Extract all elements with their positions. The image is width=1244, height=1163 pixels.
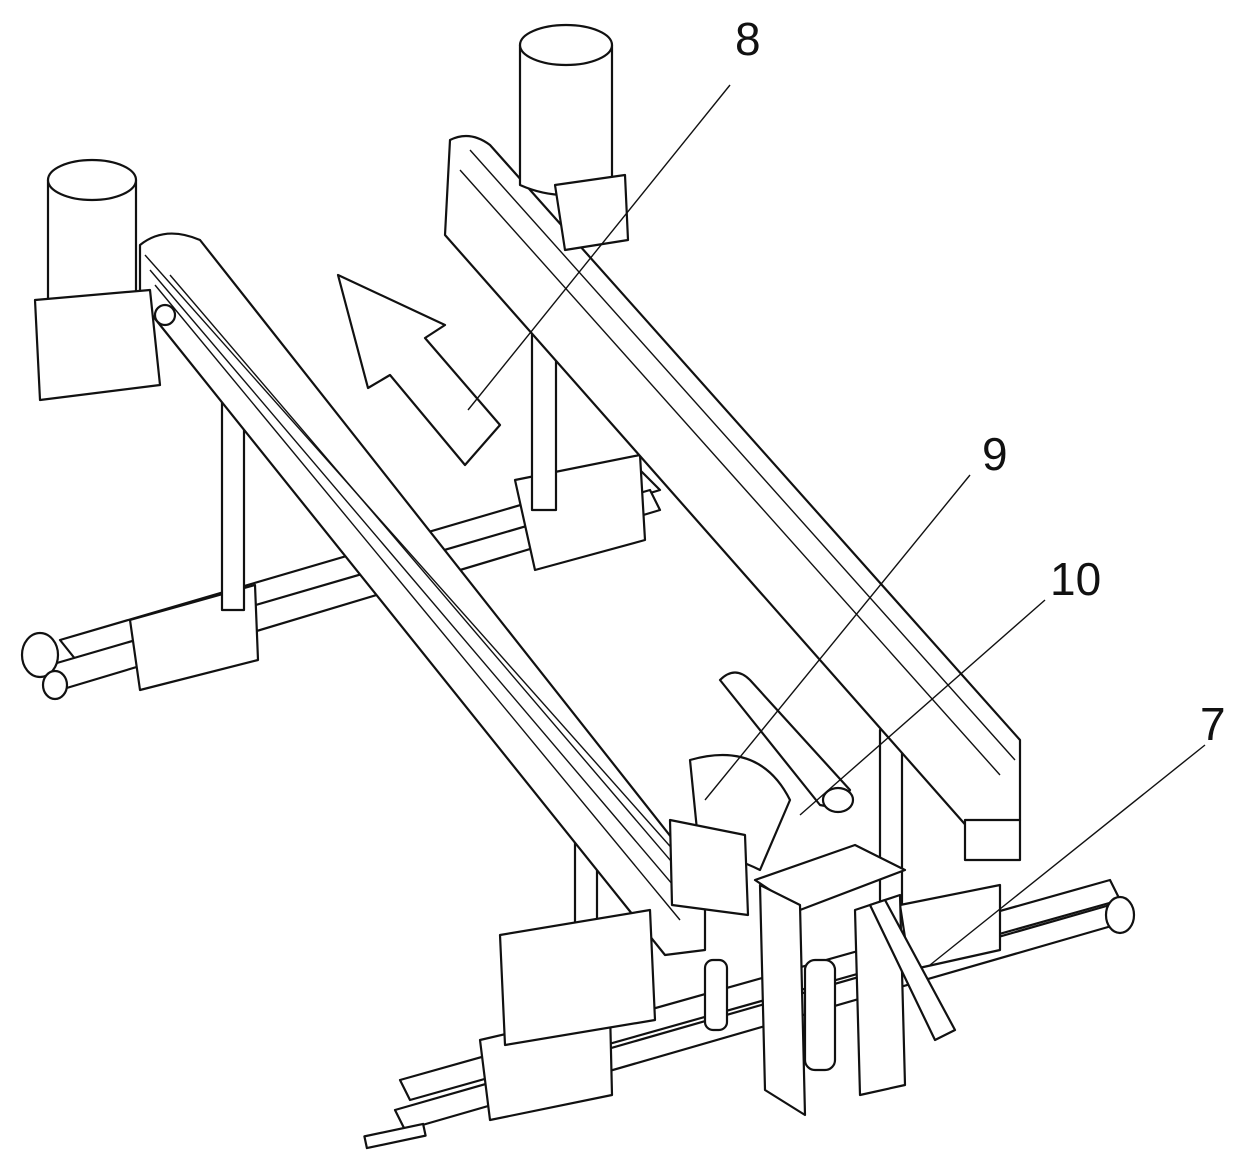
label-part-10: 10 [1050, 553, 1101, 605]
mounting-bracket [670, 820, 955, 1115]
label-part-9: 9 [982, 428, 1008, 480]
label-part-7: 7 [1200, 698, 1226, 750]
conveying-direction-arrow [338, 275, 500, 465]
label-part-8: 8 [735, 13, 761, 65]
